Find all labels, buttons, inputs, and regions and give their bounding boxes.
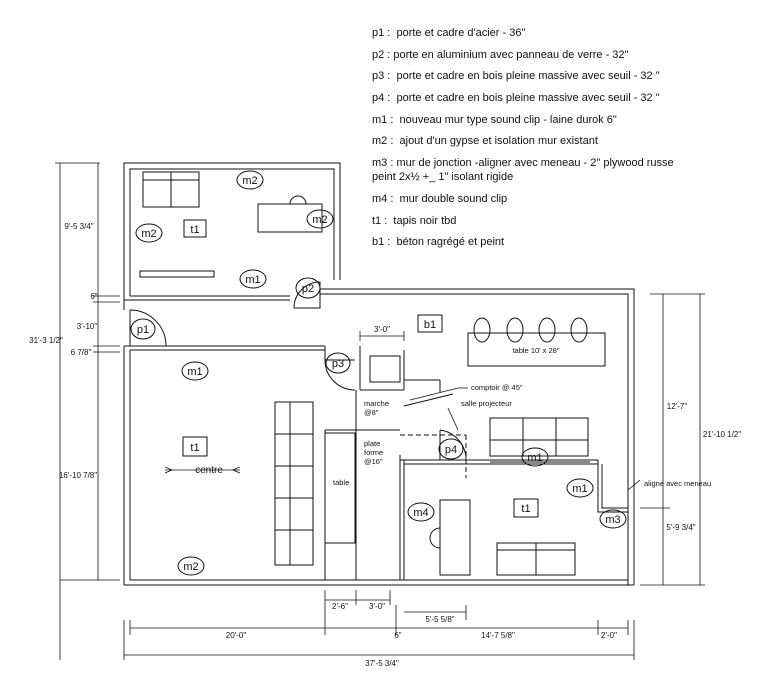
walls [123, 162, 635, 586]
tag-p1 [130, 318, 156, 340]
dim-left-total: 31'-3 1/2" [29, 336, 63, 345]
tag-text-p2: p2 [302, 283, 314, 295]
tag-text-m2-bottom: m2 [183, 561, 198, 573]
label-plate-1: plate [364, 439, 380, 448]
tag-text-m1-main: m1 [187, 366, 202, 378]
dim-b-20: 2'-0" [601, 631, 617, 640]
furniture [139, 171, 606, 576]
tag-text-b1: b1 [424, 319, 436, 331]
tag-t1-top [183, 219, 207, 238]
legend: p1 : porte et cadre d'acier - 36" p2 : p… [372, 26, 772, 257]
legend-item-p3: p3 : porte et cadre en bois pleine massi… [372, 70, 660, 83]
label-salle-projecteur: salle projecteur [461, 399, 512, 408]
legend-item-b1: b1 : béton ragrégé et peint [372, 236, 505, 249]
legend-item-p1: p1 : porte et cadre d'acier - 36" [372, 27, 526, 39]
dimension-labels: 9'-5 3/4" 6" 3'-10" 6 7/8" 31'-3 1/2" 16… [29, 222, 741, 668]
tag-labels: m2 t1 m2 m2 m1 p2 p1 b1 p3 m1 t1 m2 p4 m… [137, 175, 621, 573]
tag-m1-main [181, 361, 209, 381]
legend-item-p4: p4 : porte et cadre en bois pleine massi… [372, 92, 660, 105]
dim-b-26: 2'-6" [332, 602, 348, 611]
label-comptoir: comptoir @ 45" [471, 383, 523, 392]
label-plate-3: @16" [364, 457, 383, 466]
dim-b-5558: 5'-5 5/8" [425, 615, 454, 624]
tag-t1-main [182, 436, 208, 457]
tag-text-m2-top-right: m2 [312, 214, 327, 226]
tag-text-p4: p4 [445, 444, 457, 456]
label-marche-1: marche [364, 399, 389, 408]
tag-text-m4: m4 [413, 507, 428, 519]
tag-p3 [325, 352, 351, 374]
tag-m2-bottom [177, 556, 205, 576]
tag-b1 [417, 314, 443, 333]
tag-text-m2-top-left: m2 [141, 228, 156, 240]
tag-text-m1-mid: m1 [527, 452, 542, 464]
dim-b-14758: 14'-7 5/8" [481, 631, 515, 640]
tag-text-t1-right: t1 [521, 503, 530, 515]
sofa-main [274, 401, 314, 566]
tag-text-p1: p1 [137, 324, 149, 336]
legend-item-m3: m3 : mur de jonction -aligner avec menea… [372, 157, 674, 184]
label-table-small: table [333, 478, 349, 487]
tag-text-m3: m3 [605, 514, 620, 526]
tag-p2 [295, 277, 321, 299]
dim-b-6: 6" [394, 631, 401, 640]
dim-b-total: 37'-5 3/4" [365, 659, 399, 668]
sofa-right [489, 417, 589, 457]
tag-m1-top [239, 269, 267, 289]
dim-left-310: 3'-10" [77, 322, 98, 331]
tag-text-t1-main: t1 [190, 442, 199, 454]
tag-m3 [599, 509, 627, 529]
tag-t1-right [513, 498, 539, 518]
legend-item-m1: m1 : nouveau mur type sound clip - laine… [372, 113, 617, 126]
label-centre: centre [195, 465, 223, 476]
tag-m2-top-left [135, 223, 163, 243]
tag-text-m2-top: m2 [242, 175, 257, 187]
dimension-lines [55, 162, 705, 660]
tag-m4 [407, 502, 435, 522]
dim-left-6: 6" [90, 292, 97, 301]
desk-bottom [439, 499, 471, 576]
tag-text-m1-top: m1 [245, 274, 260, 286]
tag-text-p3: p3 [332, 358, 344, 370]
legend-item-p2: p2 : porte en aluminium avec panneau de … [372, 48, 629, 61]
dim-right-127: 12'-7" [667, 402, 688, 411]
annotations: table 10' x 28" comptoir @ 45" salle pro… [195, 346, 711, 488]
dim-b-200: 20'-0" [226, 631, 247, 640]
tag-markers [130, 170, 627, 576]
dim-left-main: 16'-10 7/8" [59, 471, 97, 480]
dim-left-top: 9'-5 3/4" [64, 222, 93, 231]
dim-b-30: 3'-0" [369, 602, 385, 611]
tag-m1-mid [521, 447, 549, 467]
table-small [324, 432, 356, 544]
tag-m2-top [236, 170, 264, 190]
label-table-big: table 10' x 28" [512, 346, 559, 355]
dim-right-593: 5'-9 3/4" [666, 523, 695, 532]
label-marche-2: @8" [364, 408, 379, 417]
doors [129, 281, 467, 461]
label-plate-2: forme [364, 448, 383, 457]
table-big [467, 332, 606, 367]
tag-text-t1-top: t1 [190, 224, 199, 236]
tag-p4 [438, 438, 464, 460]
dim-top-30: 3'-0" [374, 325, 390, 334]
tag-m1-right [566, 478, 594, 498]
legend-item-t1: t1 : tapis noir tbd [372, 214, 457, 227]
tag-m2-top-right [306, 209, 334, 229]
dim-right-total: 21'-10 1/2" [703, 430, 741, 439]
dim-left-678: 6 7/8" [71, 348, 92, 357]
tag-text-m1-right: m1 [572, 483, 587, 495]
legend-item-m4: m4 : mur double sound clip [372, 192, 508, 205]
bench-top [139, 270, 215, 278]
label-aligne: aligne avec meneau [644, 479, 711, 488]
legend-item-m2: m2 : ajout d'un gypse et isolation mur e… [372, 135, 598, 148]
